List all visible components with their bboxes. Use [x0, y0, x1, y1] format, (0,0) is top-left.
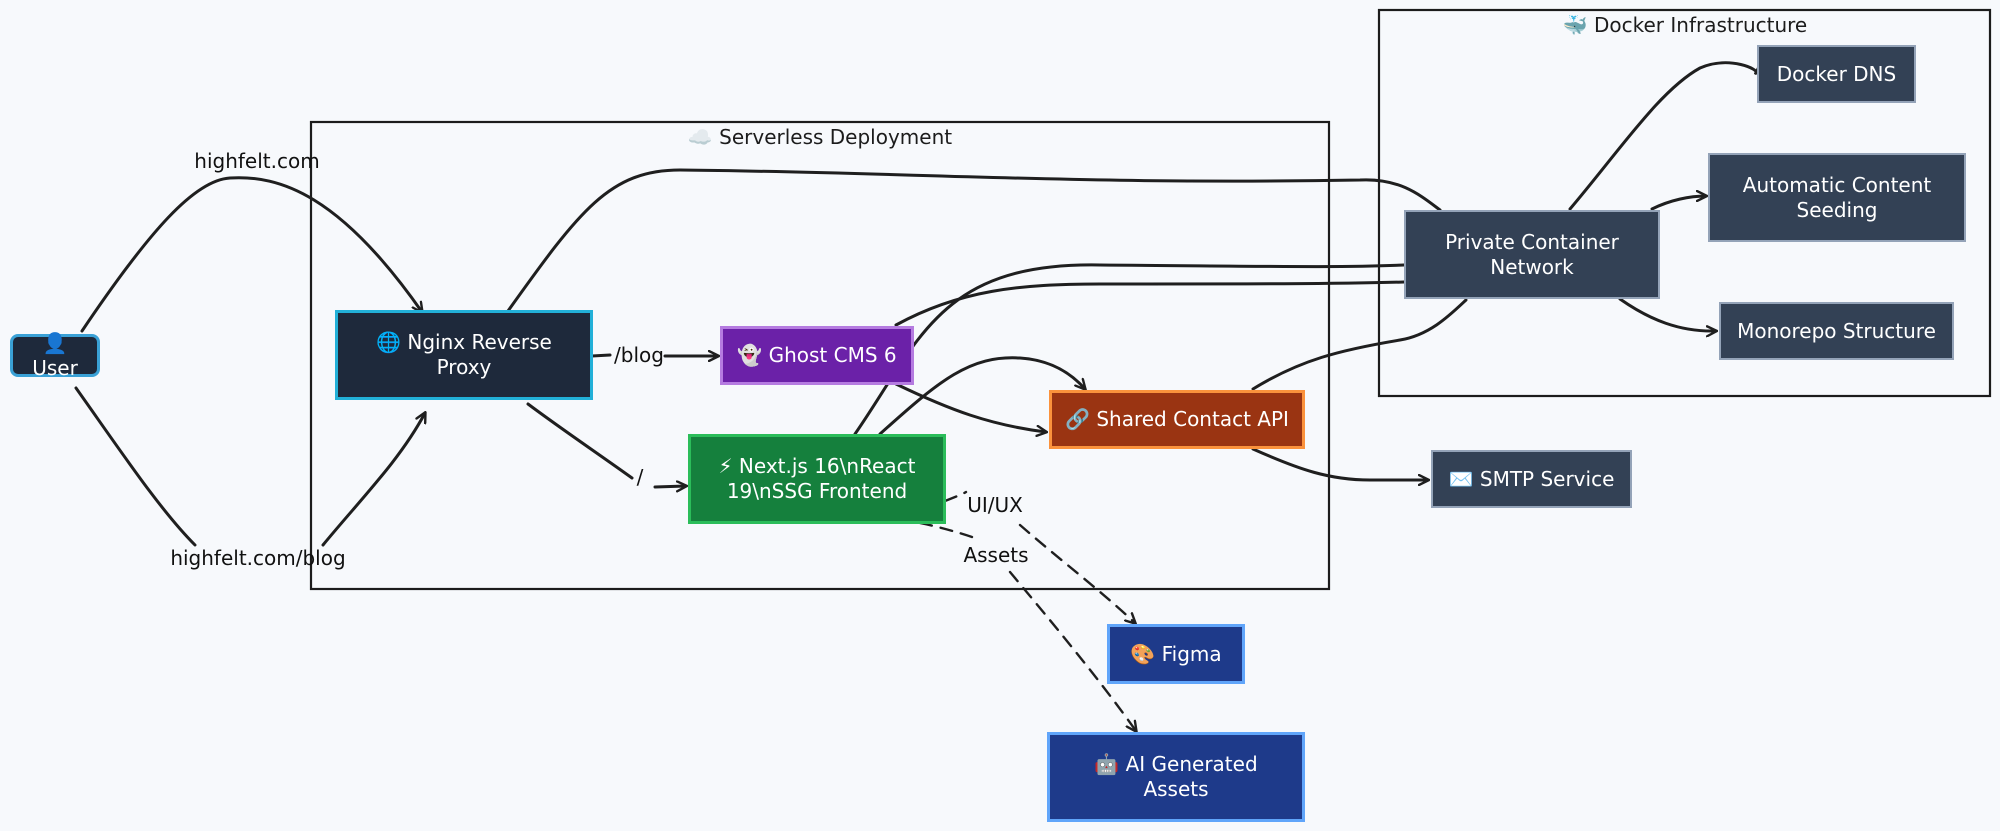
edge-nginx-to-network [506, 168, 1442, 313]
edge-network-to-monorepo [1618, 297, 1716, 331]
edge-label-highfelt: highfelt.com [194, 149, 319, 173]
serverless-group-title: ☁️ Serverless Deployment [688, 125, 952, 149]
figma-node[interactable]: 🎨 Figma [1107, 624, 1245, 684]
nginx-node[interactable]: 🌐 Nginx Reverse Proxy [335, 310, 593, 400]
docker-group-box [1377, 8, 1992, 398]
edge-contact-to-smtp [1251, 447, 1428, 480]
docker-dns-node[interactable]: Docker DNS [1757, 45, 1916, 103]
smtp-node[interactable]: ✉️ SMTP Service [1431, 450, 1632, 508]
edge-nextjs-to-ai-assets [918, 521, 1136, 731]
user-node[interactable]: 👤 User [10, 331, 100, 380]
edge-label-uiux: UI/UX [967, 493, 1023, 517]
edge-ghost-to-contact [894, 382, 1046, 432]
edge-nextjs-to-contact [878, 356, 1085, 436]
contact-api-node[interactable]: 🔗 Shared Contact API [1049, 390, 1305, 449]
edge-label-blog-path: /blog [614, 343, 664, 367]
edge-nginx-to-ghost [590, 355, 718, 356]
edge-network-to-dns [1568, 61, 1756, 211]
ai-assets-node[interactable]: 🤖 AI Generated Assets [1047, 732, 1305, 822]
edge-contact-to-network [1251, 298, 1468, 391]
ghost-node[interactable]: 👻 Ghost CMS 6 [720, 326, 914, 385]
edge-label-highfelt-blog: highfelt.com/blog [170, 546, 345, 570]
edge-label-root-path: / [637, 465, 644, 489]
nextjs-node[interactable]: ⚡ Next.js 16\nReact 19\nSSG Frontend [688, 434, 946, 524]
edge-user-to-nginx-bottom [74, 386, 425, 547]
edge-network-to-seeding [1650, 196, 1706, 211]
docker-group-title: 🐳 Docker Infrastructure [1563, 13, 1808, 37]
private-network-node[interactable]: Private Container Network [1404, 210, 1660, 299]
edge-label-assets: Assets [963, 543, 1028, 567]
content-seeding-node[interactable]: Automatic Content Seeding [1708, 153, 1966, 242]
edge-nginx-to-nextjs [526, 402, 686, 487]
edge-ghost-to-network [894, 280, 1406, 327]
edge-nextjs-to-figma [943, 490, 1135, 623]
edge-user-to-nginx-top [80, 176, 422, 333]
monorepo-node[interactable]: Monorepo Structure [1719, 302, 1954, 360]
